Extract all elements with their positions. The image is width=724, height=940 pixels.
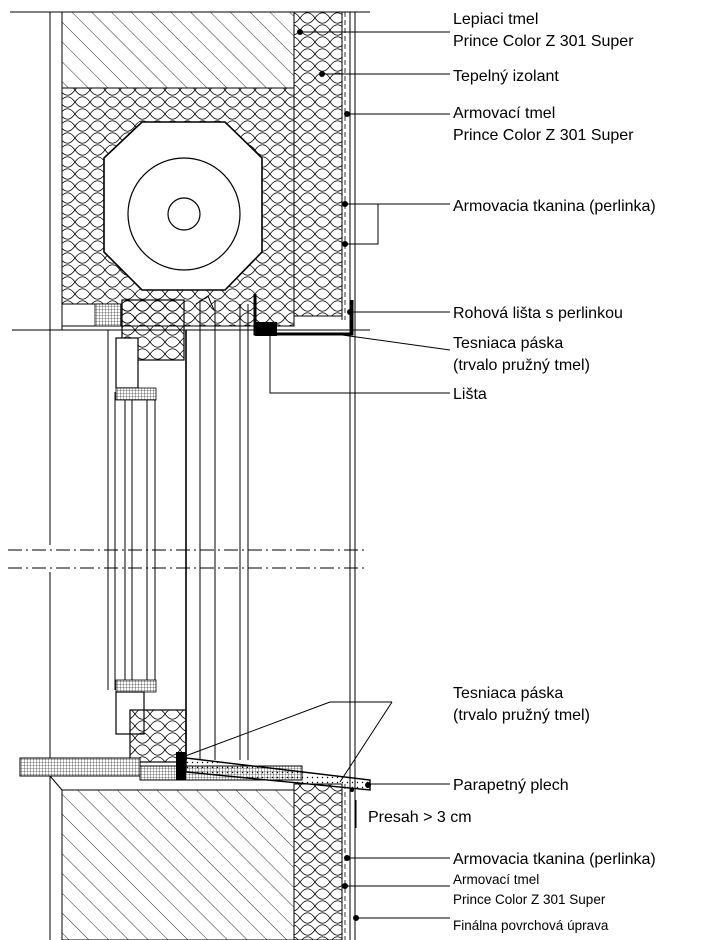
label-reinforcing-mortar-bottom-product: Prince Color Z 301 Super [453, 892, 606, 907]
label-sill-flashing: Parapetný plech [453, 777, 569, 794]
break-lines [8, 549, 368, 569]
label-insulation: Tepelný izolant [453, 68, 559, 85]
label-mesh-bottom: Armovacia tkanina (perlinka) [453, 851, 656, 868]
lintel-section [12, 11, 370, 545]
label-adhesive-product: Prince Color Z 301 Super [453, 33, 634, 50]
label-sealing-tape-top-2: (trvalo pružný tmel) [453, 357, 590, 374]
label-sealing-tape-top-1: Tesniaca páska [453, 335, 563, 352]
label-adhesive-name: Lepiaci tmel [453, 11, 538, 28]
sill-section [19, 752, 371, 940]
label-sealing-tape-bottom-1: Tesniaca páska [453, 685, 563, 702]
leader-lines [179, 29, 451, 921]
label-reinforcing-mortar-product: Prince Color Z 301 Super [453, 127, 634, 144]
label-sealing-tape-bottom-2: (trvalo pružný tmel) [453, 707, 590, 724]
label-corner-bead: Rohová lišta s perlinkou [453, 305, 623, 322]
label-strip: Lišta [453, 386, 487, 403]
label-reinforcing-mortar-bottom-name: Armovací tmel [453, 872, 539, 887]
label-final-finish: Finálna povrchová úprava [453, 918, 609, 933]
label-mesh-top: Armovacia tkanina (perlinka) [453, 198, 656, 215]
label-reinforcing-mortar-name: Armovací tmel [453, 105, 555, 122]
label-overlap: Presah > 3 cm [368, 809, 472, 826]
window-frame [107, 295, 249, 763]
etics-top [10, 11, 370, 940]
labels: Lepiaci tmel Prince Color Z 301 Super Te… [368, 11, 656, 933]
